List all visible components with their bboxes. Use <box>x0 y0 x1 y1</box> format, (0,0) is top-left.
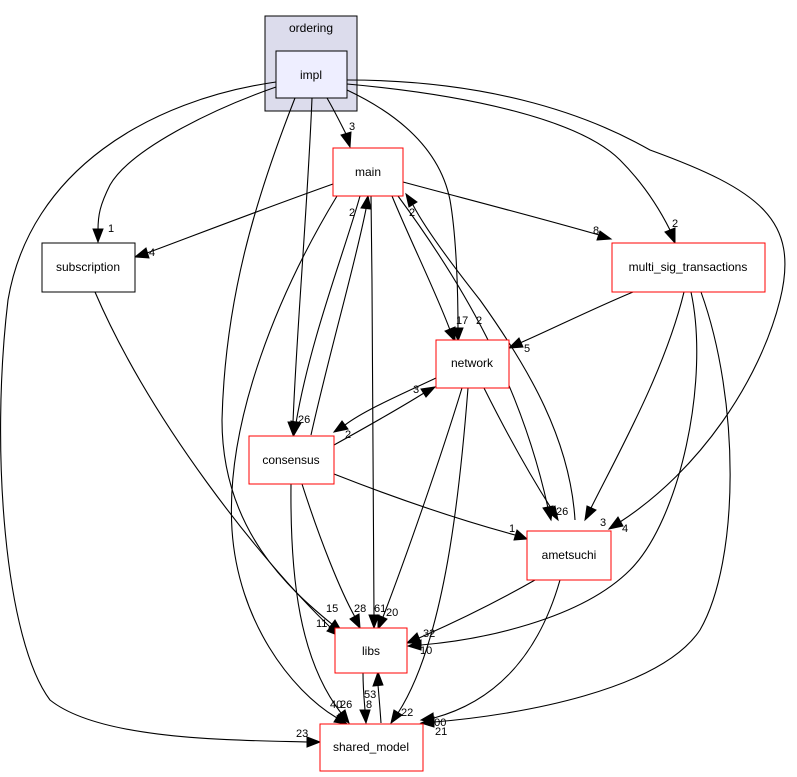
edge-network-shared_model[interactable]: 22 <box>390 387 469 725</box>
node-libs[interactable]: libs <box>334 627 408 674</box>
edge-label-main-multi_sig_transactions: 8 <box>593 225 599 237</box>
edge-label-consensus-network: 3 <box>413 384 419 396</box>
edge-label-impl-libs: 15 <box>326 603 338 615</box>
edge-label-network-shared_model: 22 <box>401 707 413 719</box>
edge-label-libs-shared_model: 8 <box>366 699 372 711</box>
edge-network-ametsuchi[interactable]: 26 <box>483 387 568 522</box>
node-label-multi_sig_transactions: multi_sig_transactions <box>629 260 748 274</box>
edge-label-multi_sig_transactions-ametsuchi: 3 <box>600 517 606 529</box>
edge-impl-libs[interactable]: 15 <box>221 97 344 633</box>
node-ametsuchi[interactable]: ametsuchi <box>526 530 612 581</box>
edge-label-consensus-shared_model: 26 <box>340 699 352 711</box>
cluster-ordering-label: ordering <box>289 21 333 35</box>
edge-consensus-shared_model[interactable]: 26 <box>290 483 352 725</box>
node-consensus[interactable]: consensus <box>248 435 335 485</box>
edge-label-consensus-libs: 28 <box>354 603 366 615</box>
edge-label-impl-ametsuchi: 4 <box>622 523 628 535</box>
edge-label-ametsuchi-shared_model: 200 <box>428 717 446 729</box>
edge-consensus-libs[interactable]: 28 <box>301 483 366 630</box>
node-network[interactable]: network <box>435 339 510 389</box>
edge-impl-subscription[interactable]: 1 <box>92 86 277 244</box>
edge-label-main-consensus: 2 <box>349 207 355 219</box>
node-label-subscription: subscription <box>56 260 120 274</box>
edge-impl-main[interactable]: 3 <box>326 97 355 149</box>
edge-label-main-libs: 61 <box>374 603 386 615</box>
edge-main-multi_sig_transactions[interactable]: 8 <box>402 181 613 241</box>
edge-ametsuchi-libs[interactable]: 10 <box>405 579 536 657</box>
edge-label-ametsuchi-libs: 10 <box>420 645 432 657</box>
edge-main-subscription[interactable]: 4 <box>133 183 334 259</box>
edge-label-impl-shared_model: 23 <box>296 728 308 740</box>
edge-impl-shared_model[interactable]: 23 <box>0 81 322 748</box>
edges: 3 1 2 2 26 4 <box>0 79 786 748</box>
edge-label-multi_sig_transactions-shared_model: 21 <box>435 726 447 738</box>
edge-ametsuchi-shared_model[interactable]: 200 <box>419 579 561 729</box>
node-label-consensus: consensus <box>262 453 319 467</box>
edge-consensus-main[interactable] <box>310 194 372 436</box>
edge-impl-multi_sig_transactions[interactable]: 2 <box>346 83 678 245</box>
edge-multi_sig_transactions-network[interactable]: 5 <box>507 291 634 355</box>
edge-multi_sig_transactions-ametsuchi[interactable]: 3 <box>584 291 685 529</box>
node-label-main: main <box>355 165 381 179</box>
edge-label-shared_model-libs: 53 <box>364 689 376 701</box>
edge-network-consensus[interactable]: 2 <box>332 377 437 441</box>
edge-label-impl-subscription: 1 <box>108 223 114 235</box>
node-shared_model[interactable]: shared_model <box>319 723 424 772</box>
edge-label-network-ametsuchi: 26 <box>556 506 568 518</box>
node-label-impl: impl <box>300 68 322 82</box>
node-main[interactable]: main <box>332 147 404 197</box>
edge-label-consensus-ametsuchi: 1 <box>509 523 515 535</box>
node-impl[interactable]: impl <box>275 50 348 99</box>
edge-consensus-network[interactable]: 3 <box>333 384 437 446</box>
edge-shared_model-libs[interactable]: 53 <box>364 670 384 724</box>
node-multi_sig_transactions[interactable]: multi_sig_transactions <box>611 242 766 293</box>
edge-label-subscription-libs: 11 <box>316 618 327 630</box>
edge-consensus-ametsuchi[interactable]: 1 <box>333 473 529 541</box>
edge-label-impl-main: 3 <box>349 121 355 133</box>
node-label-ametsuchi: ametsuchi <box>542 548 597 562</box>
node-label-libs: libs <box>362 644 380 658</box>
edge-ametsuchi-main[interactable]: 2 <box>405 192 576 521</box>
edge-label-impl-multi_sig_transactions: 2 <box>672 218 678 230</box>
edge-libs-shared_model[interactable]: 8 <box>359 672 372 725</box>
node-subscription[interactable]: subscription <box>41 242 136 293</box>
edge-label-impl-network: 2 <box>476 315 482 327</box>
edge-main-libs[interactable]: 61 <box>368 195 386 630</box>
edge-main-consensus[interactable]: 2 <box>290 195 361 437</box>
node-label-shared_model: shared_model <box>333 740 409 754</box>
edge-label-multi_sig_transactions-network: 5 <box>524 343 530 355</box>
nodes: impl main subscription multi_sig_transac… <box>41 50 766 772</box>
edge-label-network-libs: 20 <box>386 607 398 619</box>
edge-label-main-network: 17 <box>456 315 468 327</box>
edge-impl-ametsuchi[interactable]: 4 <box>346 79 786 535</box>
edge-main-network[interactable]: 17 <box>391 195 468 343</box>
edge-network-libs[interactable]: 20 <box>377 387 463 631</box>
node-label-network: network <box>451 356 494 370</box>
edge-label-main-subscription: 4 <box>149 247 155 259</box>
edge-label-ametsuchi-main: 2 <box>409 207 415 219</box>
edge-label-network-consensus: 2 <box>345 429 351 441</box>
edge-impl-consensus[interactable]: 26 <box>287 97 313 437</box>
